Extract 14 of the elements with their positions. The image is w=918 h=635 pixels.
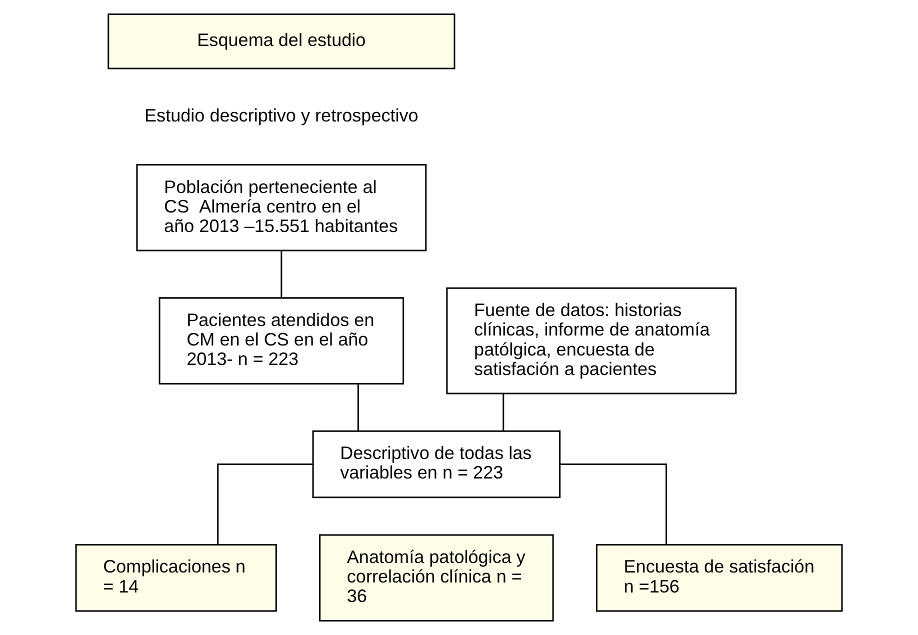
connector <box>280 251 282 298</box>
node-box: Pacientes atendidos en CM en el CS en el año 2013- n = 223 <box>158 297 404 384</box>
label: Estudio descriptivo y retrospectivo <box>144 105 418 126</box>
node-box: Esquema del estudio <box>108 14 456 70</box>
node-box: Anatomía patológica y correlación clínica n = 36 <box>319 534 554 622</box>
connector <box>502 394 504 431</box>
node-box: Población perteneciente al CS Almería centro en el año 2013 –15.551 habitantes <box>136 164 427 252</box>
node-box: Encuesta de satisfación n =156 <box>596 544 843 612</box>
connector <box>357 384 359 431</box>
node-box: Complicaciones n = 14 <box>75 544 277 612</box>
connector <box>217 463 312 544</box>
node-box: Fuente de datos: historias clínicas, informe de anatomía patólgica, encuesta de satisfación a pacientes <box>446 287 737 394</box>
node-box: Descriptivo de todas las variables en n = 223 <box>312 430 561 498</box>
connector <box>560 463 668 544</box>
